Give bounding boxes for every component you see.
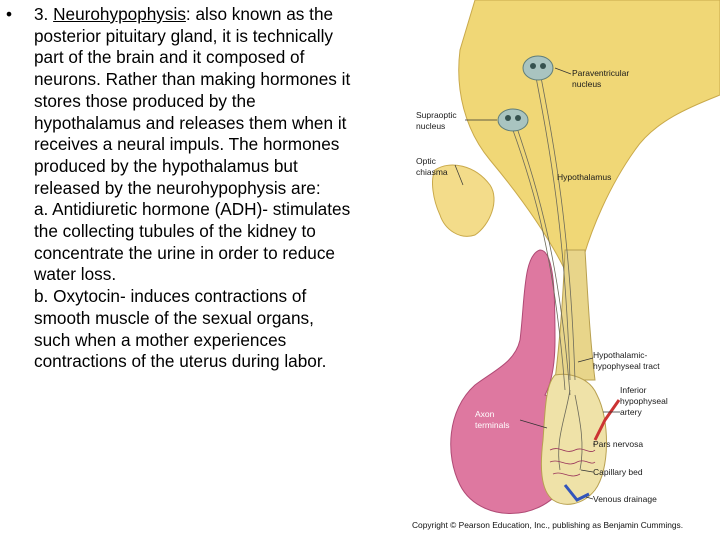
label-hypothalamus: Hypothalamus (557, 172, 611, 182)
pituitary-illustration: Paraventricular nucleus Supraoptic nucle… (416, 0, 720, 514)
label-axon-line2: terminals (475, 420, 509, 430)
label-iha-line2: hypophyseal (620, 396, 668, 406)
venous-drainage-vessel (563, 484, 590, 502)
label-hht-line2: hypophyseal tract (593, 361, 660, 371)
label-axon-line1: Axon (475, 409, 495, 419)
label-iha-line3: artery (620, 407, 642, 417)
label-paraventricular-line2: nucleus (572, 79, 601, 89)
label-pars-nervosa: Pars nervosa (593, 439, 643, 449)
label-iha-line1: Inferior (620, 385, 647, 395)
infundibulum-shape (554, 249, 596, 381)
label-leaders (454, 67, 620, 500)
slide-text-block: • 3. Neurohypophysis: also known as the … (6, 4, 351, 373)
copyright-notice: Copyright © Pearson Education, Inc., pub… (412, 520, 684, 530)
label-hht-line1: Hypothalamic- (593, 350, 647, 360)
supraoptic-nucleus (497, 108, 529, 132)
intro-prefix: 3. (34, 4, 54, 24)
bullet-content: 3. Neurohypophysis: also known as the po… (34, 4, 351, 373)
label-optic-line2: chiasma (416, 167, 448, 177)
intro-text: : also known as the posterior pituitary … (34, 4, 351, 198)
item-oxytocin: b. Oxytocin- induces contractions of smo… (34, 286, 327, 372)
paraventricular-nucleus (522, 55, 554, 81)
bullet-marker: • (6, 4, 13, 24)
label-paraventricular-line1: Paraventricular (572, 68, 629, 78)
label-venous-drainage: Venous drainage (593, 494, 657, 504)
capillary-bed (549, 448, 596, 477)
inferior-hypophyseal-artery (593, 399, 621, 441)
intro-paragraph: 3. Neurohypophysis: also known as the po… (34, 4, 351, 199)
hypothalamus-shape (458, 0, 720, 271)
label-supraoptic-line2: nucleus (416, 121, 445, 131)
label-supraoptic-line1: Supraoptic (416, 110, 457, 120)
bullet-item: • 3. Neurohypophysis: also known as the … (6, 4, 351, 373)
item-adh: a. Antidiuretic hormone (ADH)- stimulate… (34, 199, 351, 285)
optic-chiasma-shape (432, 164, 495, 237)
term-neurohypophysis: Neurohypophysis (53, 4, 186, 24)
label-capillary-bed: Capillary bed (593, 467, 643, 477)
label-optic-line1: Optic (416, 156, 437, 166)
